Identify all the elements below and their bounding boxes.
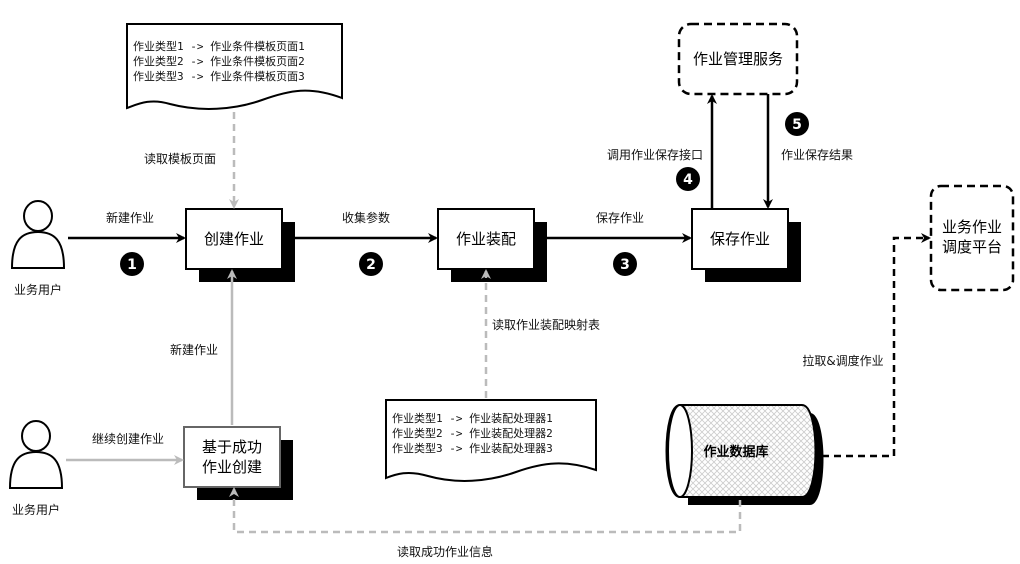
handler-line-2: 作业类型2 -> 作业装配处理器2	[392, 426, 553, 440]
svg-text:2: 2	[366, 257, 376, 273]
user-icon-bottom	[8, 420, 64, 489]
success-create-label-1: 基于成功	[202, 438, 262, 456]
svg-text:3: 3	[620, 257, 630, 273]
job-database-label: 作业数据库	[703, 444, 768, 460]
edge-label-call-save-api: 调用作业保存接口	[607, 147, 703, 162]
edge-label-save-job: 保存作业	[596, 211, 644, 225]
handler-document: 作业类型1 -> 作业装配处理器1 作业类型2 -> 作业装配处理器2 作业类型…	[385, 399, 597, 482]
scheduler-platform-box: 业务作业 调度平台	[929, 184, 1015, 292]
assemble-job-box: 作业装配	[437, 208, 547, 282]
save-job-box: 保存作业	[691, 208, 801, 282]
edge-label-new-job: 新建作业	[106, 210, 154, 225]
edge-label-new-job-from-success: 新建作业	[170, 342, 218, 357]
scheduler-platform-label-1: 业务作业	[942, 218, 1002, 236]
template-line-2: 作业类型2 -> 作业条件模板页面2	[133, 54, 305, 68]
success-create-box: 基于成功 作业创建	[183, 426, 293, 500]
scheduler-platform-label-2: 调度平台	[942, 238, 1002, 256]
create-job-box: 创建作业	[185, 208, 295, 282]
edge-label-collect-params: 收集参数	[342, 210, 390, 225]
handler-line-1: 作业类型1 -> 作业装配处理器1	[392, 411, 553, 425]
template-line-1: 作业类型1 -> 作业条件模板页面1	[133, 39, 305, 53]
svg-text:4: 4	[683, 172, 693, 188]
job-mgmt-service-box: 作业管理服务	[677, 22, 799, 96]
edge-label-read-template: 读取模板页面	[144, 152, 216, 166]
job-mgmt-service-label: 作业管理服务	[693, 50, 783, 68]
template-line-3: 作业类型3 -> 作业条件模板页面3	[133, 69, 305, 83]
user-icon-top	[10, 200, 66, 269]
top-user-label: 业务用户	[14, 282, 62, 297]
step-badge-1: 1	[120, 252, 144, 276]
arrow-pull-schedule	[822, 233, 931, 458]
edge-label-save-result: 作业保存结果	[781, 148, 853, 162]
edge-label-read-success-info: 读取成功作业信息	[397, 544, 493, 559]
bottom-user-label: 业务用户	[12, 502, 60, 517]
save-job-label: 保存作业	[710, 230, 770, 248]
edge-label-read-mapping: 读取作业装配映射表	[492, 317, 600, 332]
step-badge-2: 2	[359, 252, 383, 276]
assemble-job-label: 作业装配	[456, 230, 516, 248]
svg-text:5: 5	[792, 117, 802, 133]
edge-label-pull-schedule: 拉取&调度作业	[802, 353, 883, 368]
success-create-label-2: 作业创建	[202, 458, 262, 476]
step-badge-3: 3	[613, 252, 637, 276]
svg-text:1: 1	[127, 257, 137, 273]
template-document: 作业类型1 -> 作业条件模板页面1 作业类型2 -> 作业条件模板页面2 作业…	[126, 23, 343, 110]
handler-line-3: 作业类型3 -> 作业装配处理器3	[392, 441, 553, 455]
arrow-read-success-info	[229, 487, 742, 534]
step-badge-4: 4	[676, 167, 700, 191]
step-badge-5: 5	[785, 112, 809, 136]
create-job-label: 创建作业	[204, 230, 264, 248]
edge-label-continue-create: 继续创建作业	[92, 432, 164, 446]
job-database-cylinder: 作业数据库	[665, 404, 824, 505]
